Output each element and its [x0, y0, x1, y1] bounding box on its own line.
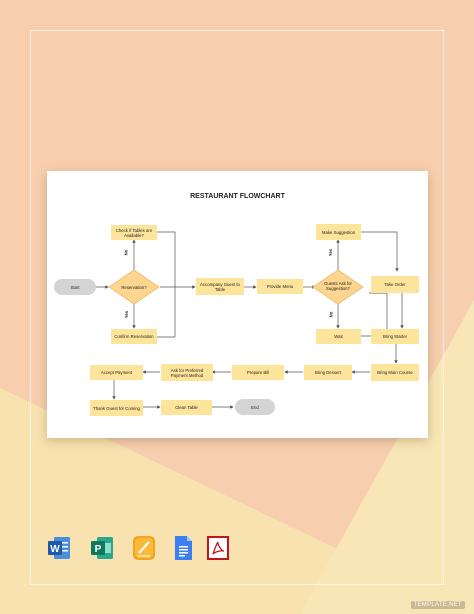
bring-dessert-node: Bring Dessert — [304, 365, 352, 380]
reservation-yes-label: Yes — [124, 310, 130, 319]
start-node: Start — [54, 279, 96, 295]
flowchart-title: RESTAURANT FLOWCHART — [190, 193, 285, 200]
make-suggestion-node: Make Suggestion — [316, 224, 361, 240]
svg-text:P: P — [95, 544, 102, 555]
check-tables-node: Check if Tables are Available? — [111, 225, 157, 240]
accept-payment-node: Accept Payment — [90, 365, 143, 380]
suggestion-decision-shape — [312, 269, 364, 305]
publisher-icon[interactable]: P — [90, 535, 114, 561]
suggestion-no-label: No — [328, 311, 334, 318]
prepare-bill-node: Prepare Bill — [232, 365, 284, 380]
watermark: TEMPLATE.NET — [410, 601, 465, 609]
suggestion-yes-label: Yes — [328, 248, 334, 257]
clean-table-node: Clean Table — [161, 400, 212, 415]
thank-guest-node: Thank Guest for Coming — [90, 400, 143, 416]
end-node: End — [235, 399, 275, 415]
flowchart-card: RESTAURANT FLOWCHART Start Check if Tabl… — [47, 171, 428, 438]
ask-payment-method-node: Ask for Preferred Payment Method — [161, 364, 213, 381]
flowchart-connectors — [90, 231, 404, 409]
provide-menu-node: Provide Menu — [257, 279, 303, 294]
word-icon[interactable]: W — [47, 535, 71, 561]
svg-text:W: W — [50, 544, 60, 555]
bring-main-course-node: Bring Main Course — [371, 364, 419, 381]
google-docs-icon[interactable] — [171, 535, 195, 561]
reservation-decision: Reservation? — [121, 284, 147, 290]
reservation-no-label: No — [123, 249, 129, 256]
decorative-frame — [30, 30, 444, 585]
pages-icon[interactable] — [132, 535, 156, 561]
confirm-reservation-node: Confirm Reservation — [111, 329, 157, 344]
guests-ask-decision: Guests Ask for Suggestion? — [324, 281, 352, 291]
bring-starter-node: Bring Starter — [371, 329, 419, 344]
wait-node: Wait — [316, 329, 361, 344]
take-order-node: Take Order — [371, 276, 419, 293]
accompany-guest-node: Accompany Guest to Table — [196, 278, 244, 295]
pdf-icon[interactable] — [206, 535, 230, 561]
reservation-decision-shape — [108, 269, 160, 305]
